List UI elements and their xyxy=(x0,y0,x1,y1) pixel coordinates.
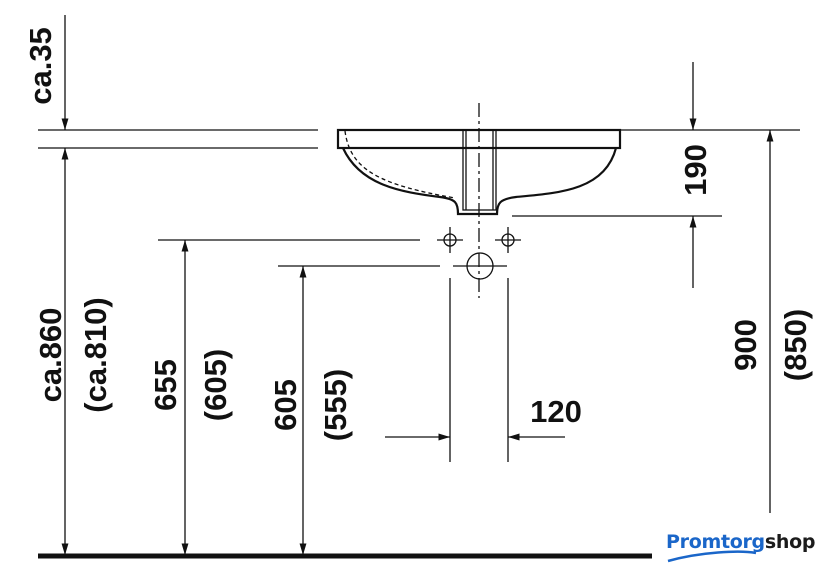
waste-height-label: 605 xyxy=(268,379,303,431)
logo-part-2: shop xyxy=(764,531,816,553)
rim-height-alt-label: (ca.810) xyxy=(78,297,113,412)
basin-depth-label: 190 xyxy=(678,144,713,196)
counter-height-alt-label: (850) xyxy=(778,309,813,381)
watermark-logo: Promtorgshop xyxy=(666,531,815,553)
basin-outline xyxy=(336,128,800,216)
supply-right-symbol xyxy=(495,227,521,253)
rim-height-label: ca.860 xyxy=(33,308,68,403)
counter-height-label: 900 xyxy=(728,319,763,371)
supply-height-alt-label: (605) xyxy=(198,349,233,421)
waste-outlet-symbol xyxy=(453,252,507,280)
logo-swoosh xyxy=(667,550,757,563)
supply-height-label: 655 xyxy=(148,359,183,411)
top-gap-label: ca.35 xyxy=(23,27,58,105)
supply-spacing-label: 120 xyxy=(530,394,582,429)
supply-left-symbol xyxy=(437,227,463,253)
waste-height-alt-label: (555) xyxy=(318,369,353,441)
logo-part-1: Promtorg xyxy=(666,531,765,553)
